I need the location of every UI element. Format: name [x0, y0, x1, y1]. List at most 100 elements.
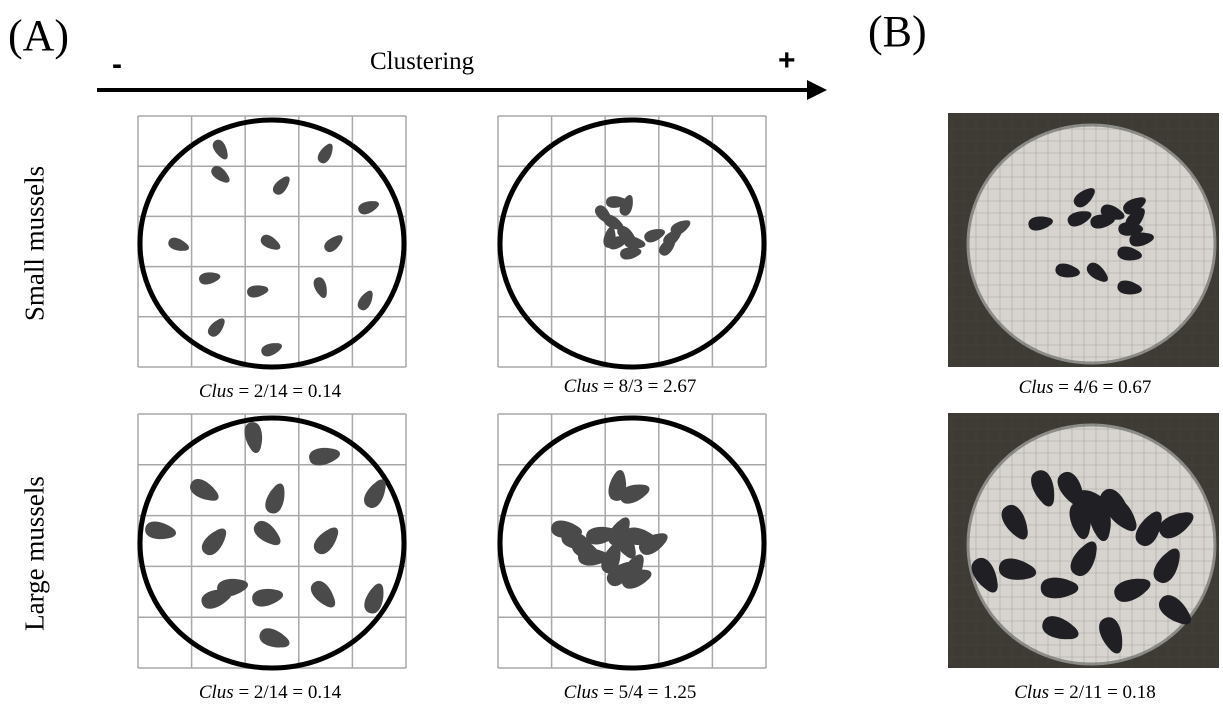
- mussel-icon: [1040, 577, 1079, 599]
- caption-value: = 4/6 = 0.67: [1058, 377, 1152, 398]
- caption-b-large: Clus = 2/11 = 0.18: [985, 682, 1185, 704]
- mussel-icon: [620, 247, 642, 260]
- arena-small-clustered: [497, 115, 767, 370]
- mussel-icon: [603, 214, 624, 230]
- clus-variable: Clus: [198, 682, 234, 703]
- arena-ring: [497, 415, 767, 671]
- mussel-icon: [1042, 616, 1079, 640]
- mussel-icon: [1107, 498, 1137, 532]
- clus-variable: Clus: [1014, 682, 1050, 703]
- mussel-icon: [624, 236, 646, 249]
- mussel-icon: [324, 235, 343, 253]
- mussel-icon: [253, 520, 281, 546]
- mussel-icon: [309, 447, 340, 466]
- mussel-icon: [1070, 541, 1097, 577]
- photo-grid: [948, 113, 1219, 367]
- mussel-icon: [357, 290, 373, 311]
- photo-small-mussels: [948, 113, 1219, 367]
- clustering-arrow: [97, 80, 827, 100]
- petri-dish: [966, 123, 1217, 365]
- axis-plus-sign: +: [778, 44, 796, 77]
- mussel-icon: [1135, 511, 1162, 547]
- mussel-icon: [207, 318, 225, 337]
- mussel-icon: [644, 229, 665, 243]
- arena-ring: [497, 117, 767, 370]
- caption-large-dispersed: Clus = 2/14 = 0.14: [170, 682, 370, 704]
- panel-label-a: (A): [8, 11, 70, 60]
- panel-label-b: (B): [868, 7, 927, 56]
- mussel-icon: [1073, 188, 1095, 208]
- mussel-icon: [310, 580, 336, 608]
- mussel-icon: [1055, 263, 1080, 278]
- mussel-icon: [261, 343, 282, 357]
- mussel-icon: [1100, 204, 1125, 220]
- axis-title: Clustering: [370, 48, 475, 75]
- mussel-icon: [619, 195, 633, 216]
- mussel-icon: [259, 628, 290, 648]
- caption-value: = 2/11 = 0.18: [1053, 682, 1156, 703]
- mussel-icon: [211, 165, 230, 183]
- row-label-small: Small mussels: [19, 165, 50, 322]
- clus-variable: Clus: [1018, 377, 1054, 398]
- caption-value: = 2/14 = 0.14: [238, 381, 342, 402]
- mussel-icon: [971, 557, 998, 593]
- arena-large-dispersed: [137, 413, 407, 671]
- arena-ring: [137, 117, 407, 370]
- mussel-icon: [1086, 262, 1108, 282]
- caption-small-clustered: Clus = 8/3 = 2.67: [530, 376, 730, 398]
- mussel-icon: [217, 578, 248, 597]
- mussel-icon: [1158, 595, 1192, 625]
- arena-large-clustered: [497, 413, 767, 671]
- mussel-icon: [639, 533, 668, 555]
- mussel-icon: [190, 479, 219, 501]
- mussel-icon: [1129, 232, 1154, 247]
- mussel-icon: [1117, 280, 1142, 295]
- caption-value: = 8/3 = 2.67: [603, 376, 697, 397]
- mussel-icon: [601, 543, 621, 574]
- clus-variable: Clus: [563, 682, 599, 703]
- row-label-large: Large mussels: [19, 476, 50, 631]
- mussel-icon: [1028, 216, 1053, 231]
- mussel-icon: [201, 528, 227, 556]
- mussel-icon: [265, 483, 285, 514]
- axis-minus-sign: -: [112, 48, 122, 81]
- mussel-icon: [1089, 504, 1111, 542]
- mussel-icon: [1114, 578, 1151, 602]
- mussel-icon: [168, 237, 189, 251]
- caption-small-dispersed: Clus = 2/14 = 0.14: [170, 381, 370, 403]
- mussel-icon: [1153, 548, 1180, 584]
- mussel-icon: [212, 139, 228, 160]
- mussel-icon: [999, 558, 1037, 580]
- caption-value: = 2/14 = 0.14: [238, 682, 342, 703]
- clus-variable: Clus: [563, 376, 599, 397]
- caption-value: = 5/4 = 1.25: [603, 682, 697, 703]
- mussel-icon: [1099, 617, 1123, 654]
- caption-large-clustered: Clus = 5/4 = 1.25: [530, 682, 730, 704]
- mussel-icon: [1001, 504, 1028, 540]
- mussel-icon: [313, 277, 327, 298]
- mussel-icon: [252, 588, 283, 607]
- arena-small-dispersed: [137, 115, 407, 370]
- mussel-icon: [578, 548, 610, 566]
- mussel-icon: [606, 561, 634, 587]
- mussel-icon: [247, 285, 269, 298]
- mussel-icon: [1118, 222, 1144, 236]
- mussel-icon: [364, 479, 386, 508]
- mussel-icon: [364, 583, 384, 614]
- arena-ring: [137, 415, 407, 671]
- mussel-icon: [619, 484, 650, 504]
- mussel-icon: [603, 226, 616, 248]
- mussel-icon: [1158, 512, 1194, 539]
- mussel-icon: [670, 220, 691, 236]
- mussel-icon: [658, 237, 676, 256]
- mussel-icon: [145, 521, 176, 540]
- mussel-icon: [1067, 211, 1092, 227]
- mussel-icon: [358, 201, 379, 215]
- mussel-icon: [317, 143, 333, 164]
- mussel-icon: [244, 422, 263, 453]
- mussel-icon: [1123, 197, 1146, 215]
- mussel-icon: [272, 176, 290, 195]
- caption-b-small: Clus = 4/6 = 0.67: [985, 377, 1185, 399]
- mussel-icon: [313, 527, 339, 555]
- clus-variable: Clus: [198, 381, 234, 402]
